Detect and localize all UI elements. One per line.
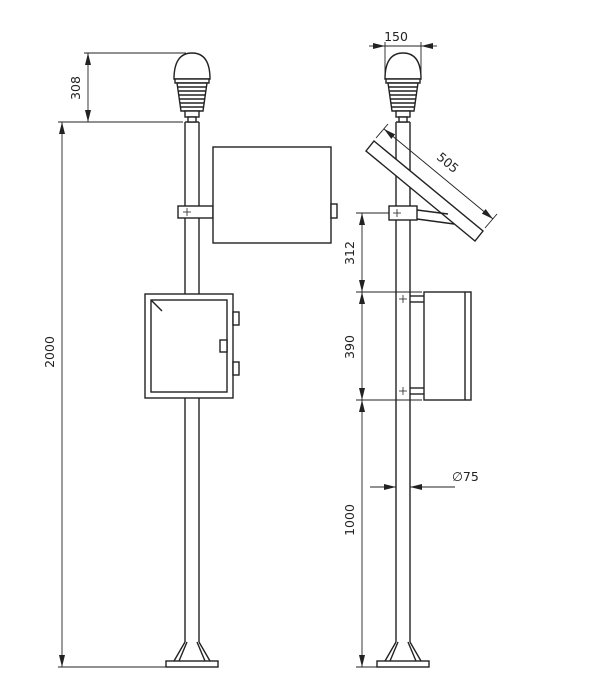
dim-label-dia75: ∅75 — [452, 469, 479, 484]
cabinet-hinge-bottom — [232, 361, 240, 376]
dim-solar-to-cabinet: 312 — [342, 212, 422, 293]
sensor-dome — [173, 52, 211, 80]
dim-sensor-width: 150 — [369, 29, 437, 75]
base-front — [165, 641, 219, 668]
display-box-front — [212, 146, 338, 244]
cabinet-latch — [219, 339, 228, 353]
cabinet-front — [144, 293, 240, 399]
dim-lower-pole: 1000 — [342, 400, 377, 668]
dim-label-308: 308 — [68, 76, 83, 100]
cabinet-side — [399, 291, 472, 401]
side-view: 150 505 312 390 1000 ∅75 — [342, 29, 498, 668]
sensor-louvers-side — [387, 82, 419, 112]
dim-label-390: 390 — [342, 335, 357, 359]
display-box-latch — [330, 203, 338, 219]
pole-side — [395, 121, 411, 642]
front-view: 308 2000 — [42, 52, 338, 668]
dim-sensor-height: 308 — [58, 52, 186, 123]
dim-label-150: 150 — [384, 29, 408, 44]
base-side — [376, 641, 430, 668]
cabinet-hinge-top — [232, 311, 240, 326]
base-plate-side — [376, 660, 430, 668]
bracket-front — [177, 205, 214, 219]
dim-cabinet-height: 390 — [342, 292, 422, 401]
dim-label-1000: 1000 — [342, 504, 357, 536]
sensor-louvers — [176, 82, 208, 112]
sensor-side — [384, 52, 422, 123]
dim-label-2000: 2000 — [42, 336, 57, 368]
base-plate-front — [165, 660, 219, 668]
dim-label-312: 312 — [342, 241, 357, 265]
dim-total-height: 2000 — [42, 122, 166, 668]
sensor-dome-side — [384, 52, 422, 80]
sensor-front — [173, 52, 211, 123]
dim-pole-diameter: ∅75 — [370, 469, 479, 490]
solar-panel — [365, 140, 484, 242]
dim-label-505: 505 — [434, 149, 462, 176]
